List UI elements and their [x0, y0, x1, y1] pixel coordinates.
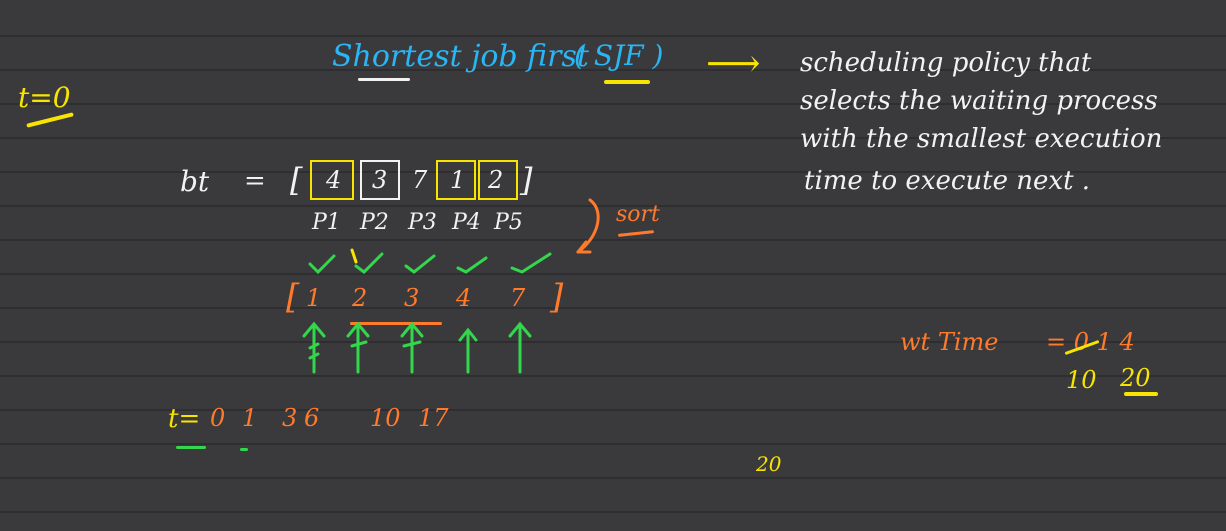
burst-label: bt [180, 165, 210, 198]
definition-line-3: with the smallest execution [800, 124, 1163, 154]
t-zero-underline [26, 112, 74, 128]
check-icons [308, 248, 552, 275]
burst-value-p3: 7 [412, 166, 428, 194]
timeline-underline [176, 446, 206, 449]
total-value: 20 [756, 452, 782, 476]
timeline-value-5: 17 [418, 404, 449, 432]
process-label-p1: P1 [312, 210, 341, 235]
up-arrow-icons [302, 321, 532, 374]
process-label-p2: P2 [360, 210, 389, 235]
sorted-value-2: 2 [352, 284, 368, 312]
process-label-p5: P5 [494, 210, 523, 235]
burst-value-p4: 1 [450, 166, 466, 194]
timeline-value-2: 3 [282, 404, 298, 432]
sort-underline [617, 230, 655, 237]
definition-arrow: ⟶ [706, 41, 761, 85]
definition-line-4: time to execute next . [804, 166, 1091, 196]
timeline-value-0: 0 [210, 404, 226, 432]
process-label-p4: P4 [452, 210, 481, 235]
burst-equals: = [244, 166, 266, 196]
definition-line-2: selects the waiting process [800, 86, 1158, 116]
wait-value-2: 20 [1120, 364, 1151, 392]
sort-arrow-icon [576, 198, 600, 254]
t-zero-label: t=0 [18, 81, 71, 114]
burst-close-bracket: ] [520, 161, 533, 199]
burst-box-p4 [436, 160, 476, 200]
title-text: Shortest job first [332, 39, 589, 74]
sorted-value-1: 1 [306, 284, 322, 312]
burst-box-p2 [360, 160, 400, 200]
title-abbr: ( SJF ) [574, 39, 664, 72]
sort-label: sort [616, 202, 660, 227]
wait-value-underline [1124, 392, 1158, 396]
timeline-tick [240, 448, 248, 451]
timeline-value-1: 1 [242, 404, 258, 432]
wait-time-label: wt Time [900, 328, 999, 356]
sorted-open-bracket: [ [286, 277, 300, 317]
sjf-underline [604, 80, 650, 84]
timeline-label: t= [168, 404, 201, 434]
burst-box-p1 [310, 160, 354, 200]
wait-value-1: 10 [1066, 366, 1097, 394]
burst-open-bracket: [ [290, 161, 303, 199]
sorted-close-bracket: ] [550, 277, 564, 317]
sorted-strike [350, 322, 442, 325]
sorted-value-5: 7 [510, 284, 526, 312]
sorted-value-3: 3 [404, 284, 420, 312]
burst-value-p1: 4 [326, 166, 342, 194]
burst-value-p5: 2 [488, 166, 504, 194]
burst-box-p5 [478, 160, 518, 200]
sorted-value-4: 4 [456, 284, 472, 312]
title-underline [358, 78, 410, 81]
timeline-value-4: 10 [370, 404, 401, 432]
burst-value-p2: 3 [372, 166, 388, 194]
timeline-value-3: 6 [304, 404, 320, 432]
definition-line-1: scheduling policy that [800, 48, 1092, 78]
process-label-p3: P3 [408, 210, 437, 235]
